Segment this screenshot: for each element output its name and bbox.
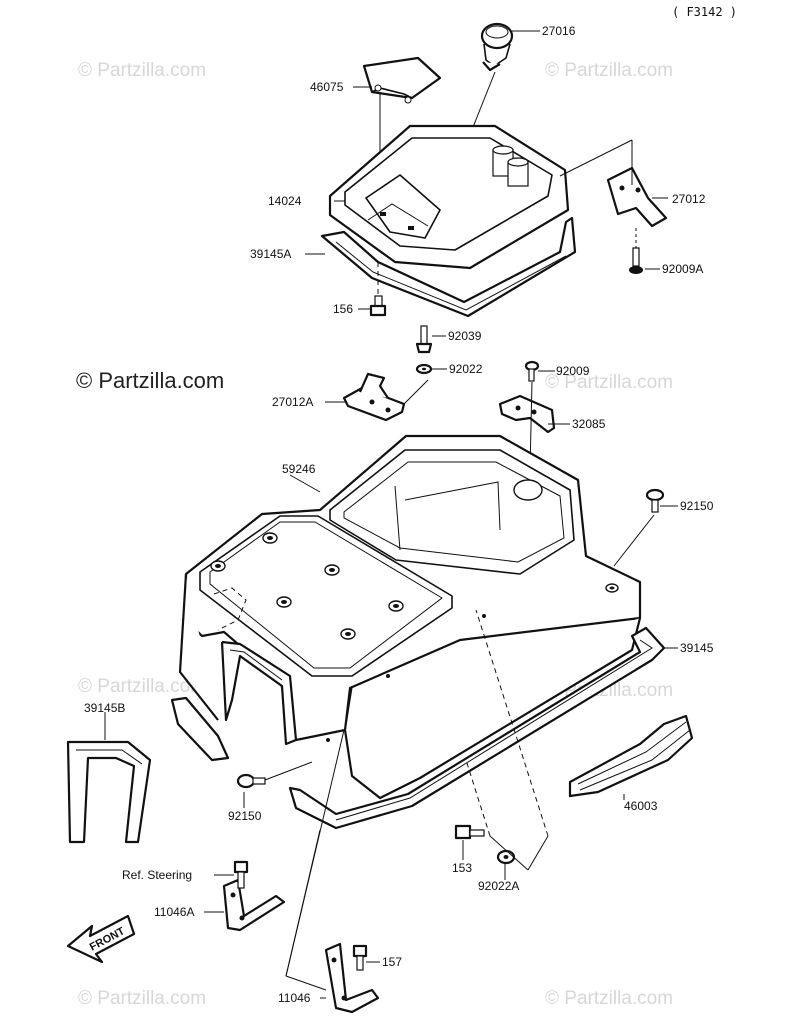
part-59246-body xyxy=(178,434,642,800)
part-156-bolt xyxy=(369,262,387,317)
label-92022A: 92022A xyxy=(478,879,519,893)
part-14024-tray xyxy=(328,124,570,270)
label-92039: 92039 xyxy=(448,329,482,343)
label-157: 157 xyxy=(382,955,402,969)
part-92150-screw-lower xyxy=(236,773,266,789)
label-32085: 32085 xyxy=(572,417,606,431)
front-direction-arrow: FRONT xyxy=(66,914,136,964)
part-46075-cover xyxy=(362,56,442,104)
part-27012-bracket xyxy=(606,166,668,228)
watermark: © Partzilla.com xyxy=(545,372,673,393)
part-11046-bracket xyxy=(324,942,380,1014)
label-92150-lower: 92150 xyxy=(228,809,262,823)
label-92150-upper: 92150 xyxy=(680,499,714,513)
figure-reference: ( F3142 ) xyxy=(672,5,737,19)
label-46075: 46075 xyxy=(310,80,344,94)
part-157-bolt xyxy=(352,944,368,971)
watermark: © Partzilla.com xyxy=(545,988,673,1009)
part-32085-bracket xyxy=(498,394,556,434)
part-153-bolt xyxy=(454,824,485,840)
part-92009A-screw xyxy=(629,228,643,274)
label-39145: 39145 xyxy=(680,641,714,655)
part-27016-cap xyxy=(480,22,514,72)
label-92009A: 92009A xyxy=(662,262,703,276)
label-156: 156 xyxy=(333,302,353,316)
label-39145B: 39145B xyxy=(84,701,125,715)
part-27012A-bracket xyxy=(342,372,406,422)
part-46003-pad xyxy=(568,714,694,798)
label-ref-steering: Ref. Steering xyxy=(122,868,192,882)
part-92022A-washer xyxy=(496,849,516,865)
part-39145B-strip xyxy=(66,740,152,844)
watermark: © Partzilla.com xyxy=(545,60,673,81)
label-46003: 46003 xyxy=(624,799,658,813)
label-27016: 27016 xyxy=(542,24,576,38)
label-11046A: 11046A xyxy=(154,905,194,919)
watermark: © Partzilla.com xyxy=(76,368,224,393)
label-14024: 14024 xyxy=(268,194,302,208)
label-92009: 92009 xyxy=(556,364,590,378)
watermark: © Partzilla.com xyxy=(78,676,206,697)
part-92009-screw xyxy=(524,360,540,382)
label-27012: 27012 xyxy=(672,192,706,206)
label-153: 153 xyxy=(452,861,472,875)
watermark: © Partzilla.com xyxy=(78,988,206,1009)
label-11046: 11046 xyxy=(278,991,311,1005)
part-92039-stud xyxy=(415,325,433,354)
label-59246: 59246 xyxy=(282,462,316,476)
watermark: © Partzilla.com xyxy=(78,60,206,81)
label-92022: 92022 xyxy=(449,362,483,376)
part-39145A-gasket xyxy=(320,216,577,318)
part-11046A-bracket xyxy=(222,860,286,932)
label-27012A: 27012A xyxy=(272,395,313,409)
label-39145A: 39145A xyxy=(250,247,291,261)
part-92150-screw-upper xyxy=(645,488,665,513)
part-92022-washer xyxy=(415,363,433,375)
